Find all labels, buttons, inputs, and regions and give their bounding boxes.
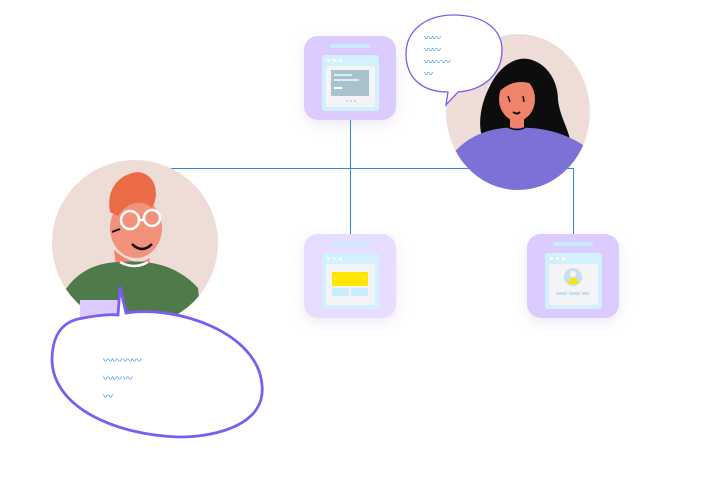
- scribble-line: 〰〰: [424, 45, 441, 55]
- scribble-line: 〰〰 〰: [424, 57, 451, 67]
- browser-window-icon: [322, 55, 379, 111]
- connector-dashboard-to-carousel: [350, 118, 351, 234]
- avatar-male-user[interactable]: [52, 160, 218, 326]
- wireframe-card-carousel[interactable]: ‹ ›: [304, 234, 396, 318]
- thumbnail: [351, 288, 368, 296]
- bubble-male-text: 〰〰 〰〰 〰〰 〰 〰: [103, 353, 213, 407]
- page-pane: ‹ ›: [326, 264, 375, 305]
- page-pane: [326, 66, 375, 107]
- connector-horizontal: [170, 168, 574, 169]
- scribble-line: 〰: [103, 392, 113, 403]
- browser-window-icon: ‹ ›: [322, 253, 379, 309]
- bubble-female-text: 〰〰 〰〰 〰〰 〰 〰: [424, 32, 484, 80]
- slider-banner: ‹ ›: [332, 272, 368, 286]
- chevron-left-icon: ‹: [334, 273, 337, 283]
- thumbnail: [332, 288, 349, 296]
- wireframe-card-dashboard[interactable]: [304, 36, 396, 120]
- scribble-line: 〰〰 〰〰: [103, 356, 142, 367]
- text-panel: [331, 70, 369, 96]
- connector-to-profile-card: [573, 168, 574, 234]
- woman-illustration: [446, 58, 590, 190]
- browser-window-icon: [545, 253, 602, 309]
- card-title-bar: [330, 242, 370, 246]
- user-profile-icon: [564, 268, 582, 286]
- scribble-line: 〰〰 〰: [103, 374, 133, 385]
- scribble-line: 〰〰: [424, 33, 441, 43]
- card-title-bar: [553, 242, 593, 246]
- page-pane: [549, 264, 598, 305]
- scribble-line: 〰: [424, 69, 433, 79]
- avatar-female-user[interactable]: [446, 34, 590, 190]
- speech-bubble-male: [50, 286, 264, 439]
- speech-bubble-female: [405, 14, 503, 107]
- wireframe-card-profile[interactable]: [527, 234, 619, 318]
- chevron-right-icon: ›: [363, 273, 366, 283]
- card-title-bar: [330, 44, 370, 48]
